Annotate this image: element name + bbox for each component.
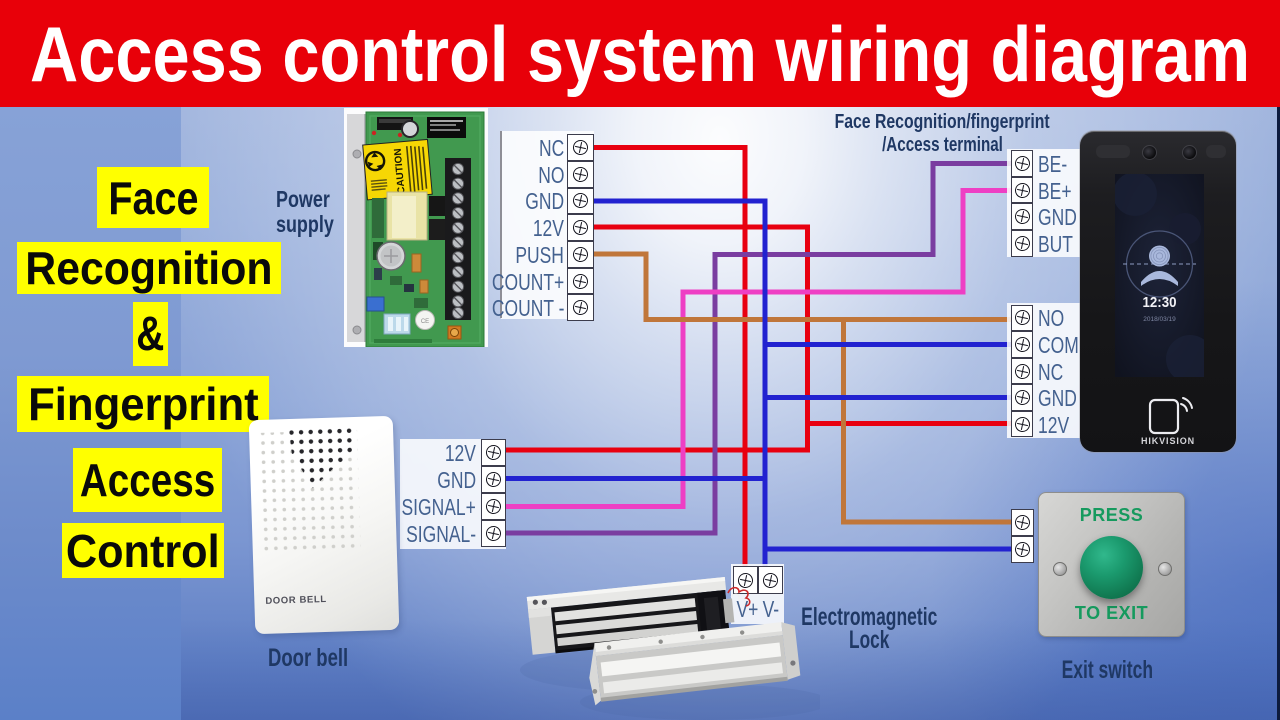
svg-text:CAUTION: CAUTION (393, 148, 408, 194)
svg-text:DOOR BELL: DOOR BELL (265, 594, 327, 607)
svg-text:2018/03/19: 2018/03/19 (1143, 316, 1176, 323)
svg-text:12:30: 12:30 (1143, 294, 1177, 311)
svg-text:CE: CE (421, 319, 429, 325)
